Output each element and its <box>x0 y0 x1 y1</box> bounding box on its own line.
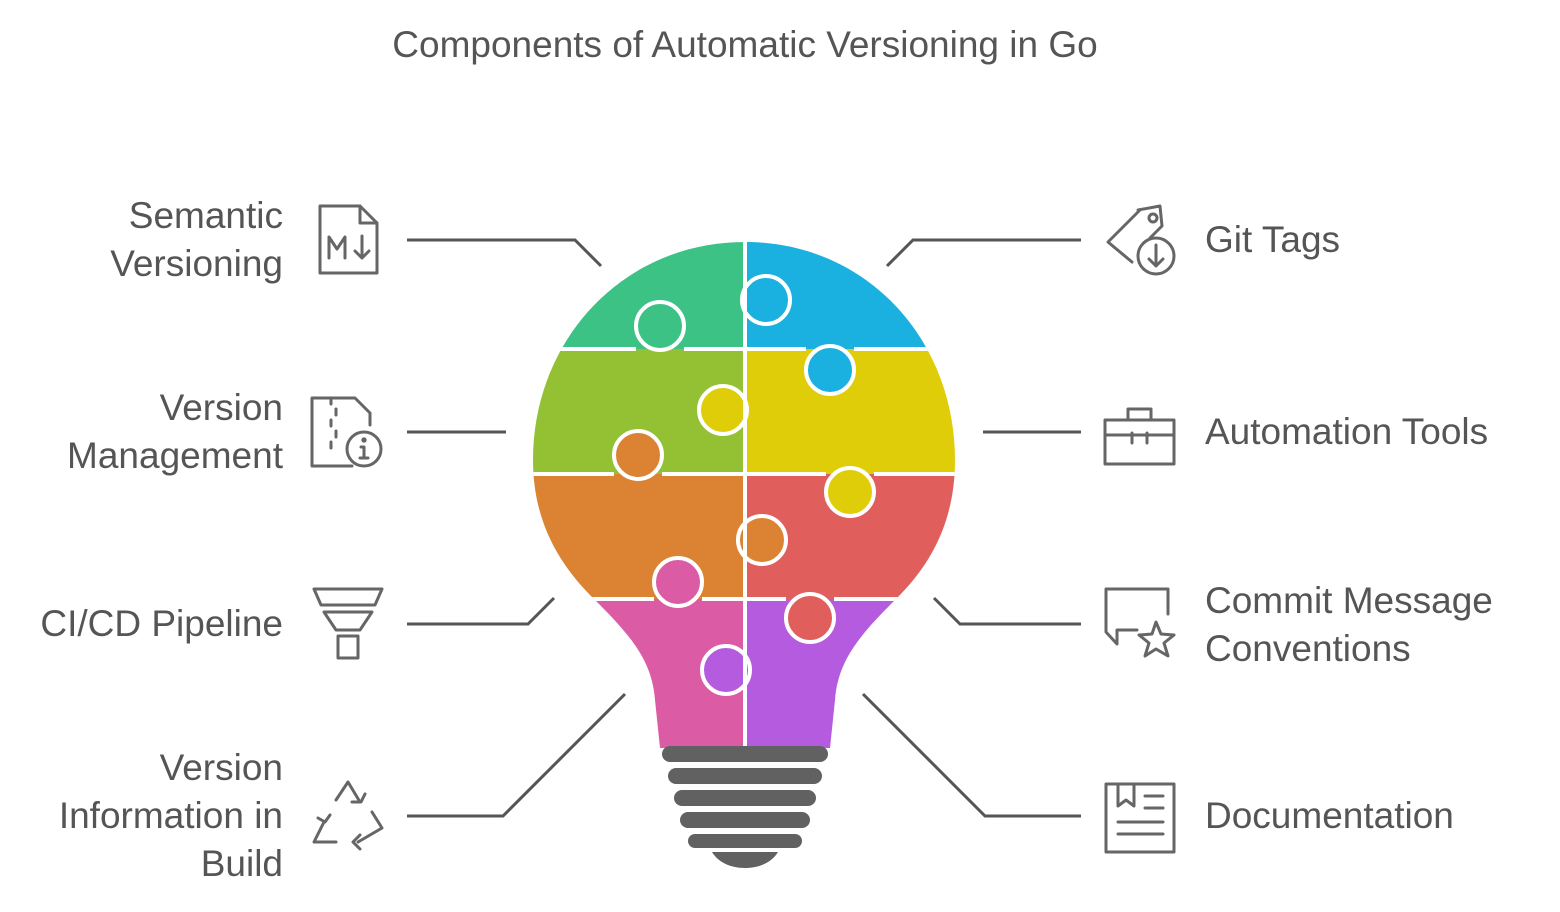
connector-version-info-build <box>407 694 625 816</box>
knob-orange-up <box>614 431 662 479</box>
markdown-file-icon <box>320 206 377 273</box>
connector-commit-message <box>934 598 1081 624</box>
toolbox-icon <box>1105 409 1174 464</box>
segment-ci-cd-pipeline <box>520 474 745 599</box>
chat-star-icon <box>1106 589 1174 656</box>
knob-pink-up <box>654 558 702 606</box>
segment-automation-tools <box>745 349 970 474</box>
knob-blue-down <box>806 346 854 394</box>
knob-yellow-down <box>826 468 874 516</box>
recycle-icon <box>314 782 382 849</box>
bulb-puzzle <box>520 230 970 760</box>
segment-documentation <box>745 599 970 759</box>
document-icon <box>1106 784 1174 852</box>
knob-red-down <box>786 594 834 642</box>
knob-purple-left <box>702 646 750 694</box>
bulb-base <box>662 746 828 868</box>
connector-git-tags <box>887 240 1081 266</box>
tag-download-icon <box>1108 206 1174 274</box>
knob-yellow-left <box>699 386 747 434</box>
zip-file-info-icon <box>312 398 381 466</box>
connector-semantic-versioning <box>407 240 601 266</box>
connector-documentation <box>863 694 1081 816</box>
funnel-icon <box>314 589 382 658</box>
connector-ci-cd-pipeline <box>407 598 554 624</box>
knob-green-up <box>636 302 684 350</box>
knob-blue-left <box>742 276 790 324</box>
segment-semantic-versioning <box>520 230 745 349</box>
